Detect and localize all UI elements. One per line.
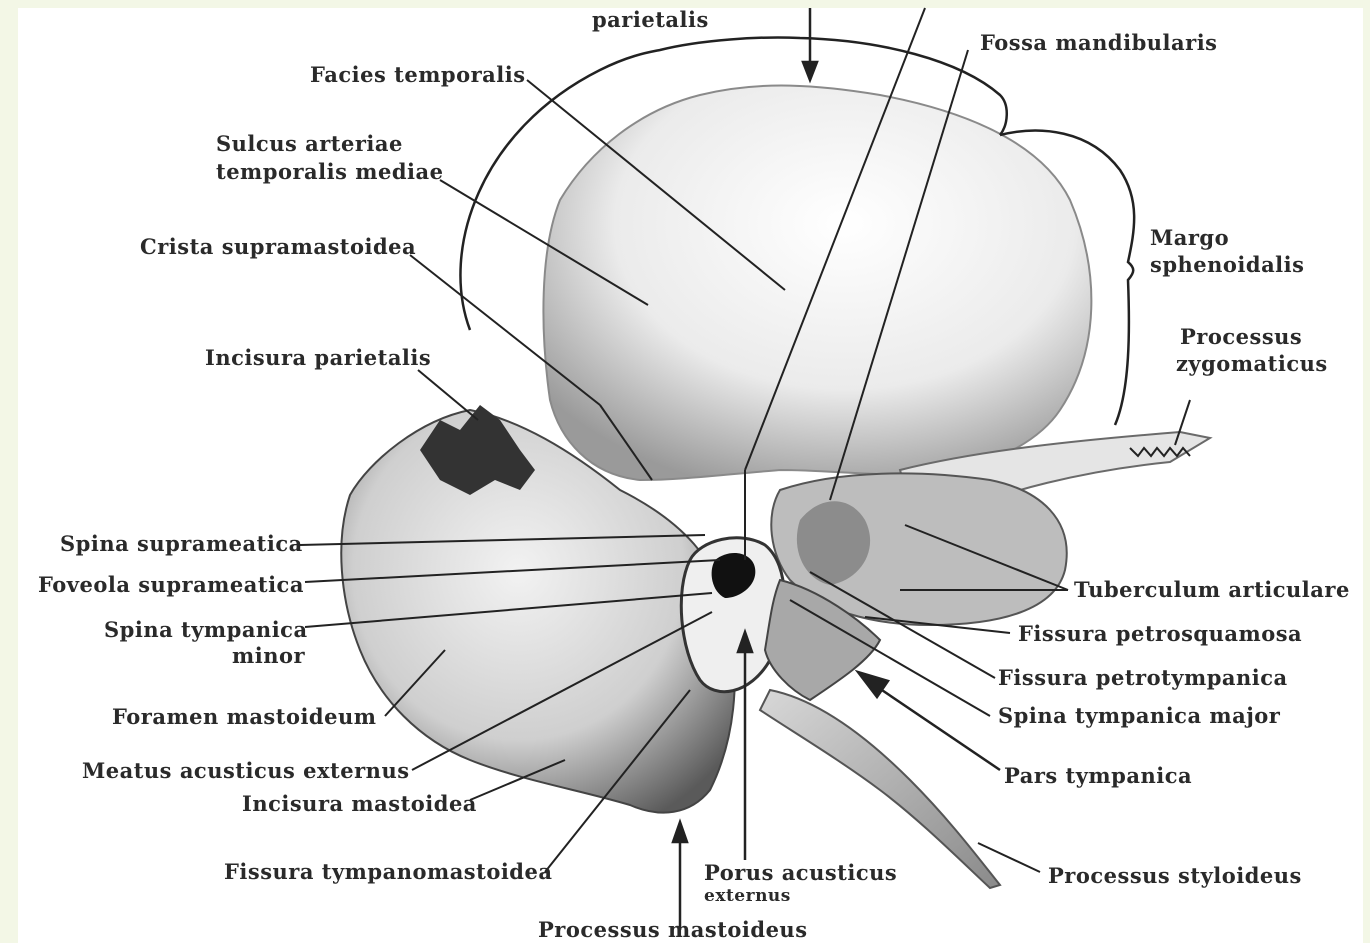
label-porus-line1: Porus acusticus [704,861,897,885]
label-processus-mastoideus: Processus mastoideus [538,918,808,942]
label-margo-line2: sphenoidalis [1150,253,1304,277]
label-spina-tymp-minor-line2: minor [232,644,305,668]
label-porus-line2: externus [704,887,791,907]
label-pars-tympanica: Pars tympanica [1004,764,1192,788]
label-sulcus-line2: temporalis mediae [216,160,443,184]
label-incisura-parietalis: Incisura parietalis [205,346,431,370]
label-crista-supramastoidea: Crista supramastoidea [140,235,416,259]
label-foveola-suprameatica: Foveola suprameatica [38,573,304,597]
label-processus-zyg-line1: Processus [1180,325,1302,349]
label-parietalis: parietalis [592,8,709,32]
label-fissura-tympanomastoidea: Fissura tympanomastoidea [224,860,552,884]
label-meatus-acusticus-externus: Meatus acusticus externus [82,759,410,783]
label-sulcus-line1: Sulcus arteriae [216,132,403,156]
label-spina-suprameatica: Spina suprameatica [60,532,303,556]
label-margo-line1: Margo [1150,226,1229,250]
label-incisura-mastoidea: Incisura mastoidea [242,792,477,816]
label-tuberculum-articulare: Tuberculum articulare [1074,578,1350,602]
label-fissura-petrosquamosa: Fissura petrosquamosa [1018,622,1302,646]
label-spina-tymp-minor-line1: Spina tympanica [104,618,308,642]
label-fossa-mandibularis: Fossa mandibularis [980,31,1218,55]
label-foramen-mastoideum: Foramen mastoideum [112,705,376,729]
label-facies-temporalis: Facies temporalis [310,63,526,87]
label-processus-styloideus: Processus styloideus [1048,864,1302,888]
label-fissura-petrotympanica: Fissura petrotympanica [998,666,1288,690]
label-spina-tymp-major: Spina tympanica major [998,704,1280,728]
label-processus-zyg-line2: zygomaticus [1176,352,1328,376]
